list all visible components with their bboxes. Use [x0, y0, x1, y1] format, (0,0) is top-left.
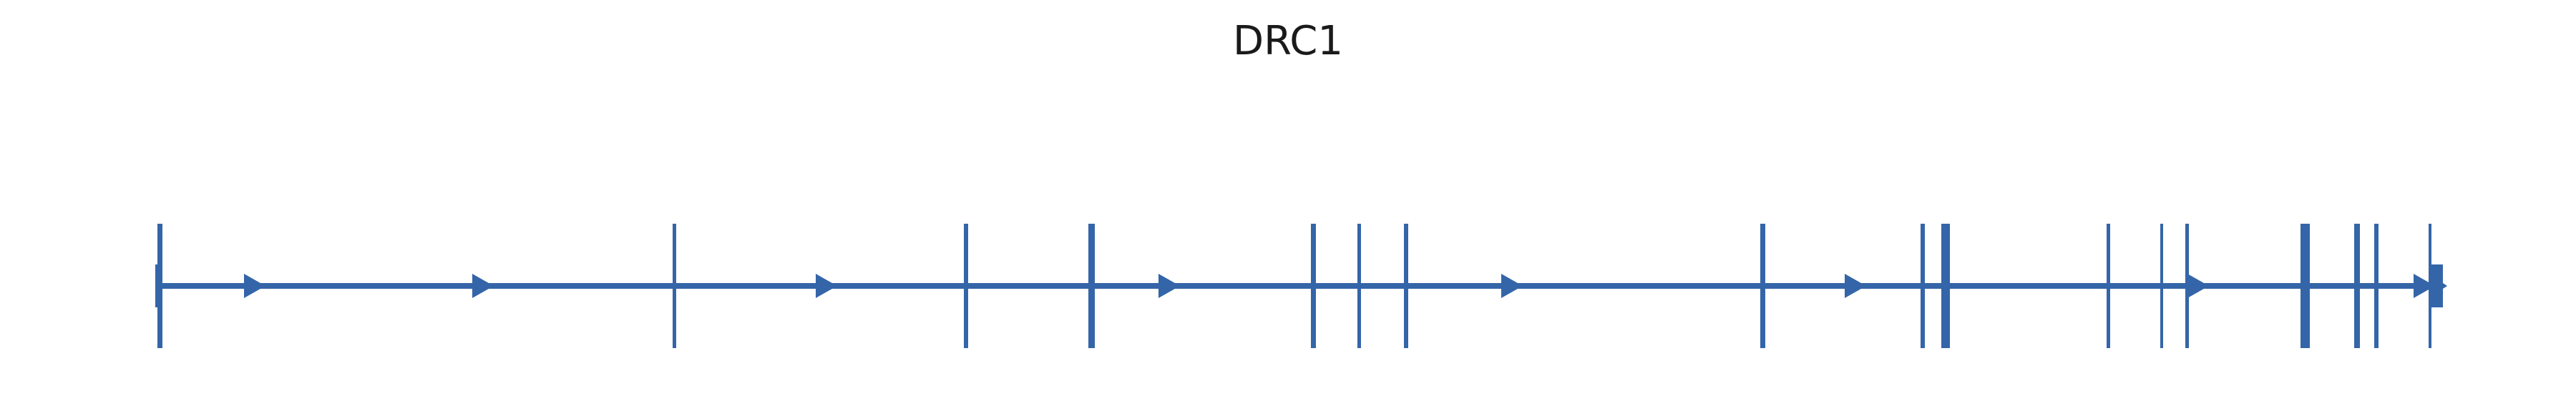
- exon-block-14: [2301, 224, 2310, 348]
- exon-block-8: [1760, 224, 1765, 348]
- exon-block-10: [1941, 224, 1950, 348]
- exon-block-16: [2374, 224, 2379, 348]
- exon-block-2: [673, 224, 676, 348]
- exon-block-1: [157, 224, 162, 348]
- exon-block-5: [1311, 224, 1316, 348]
- exon-block-4: [1088, 224, 1095, 348]
- exon-block-7: [1404, 224, 1408, 348]
- strand-arrow-2: [472, 274, 494, 298]
- exon-block-3: [964, 224, 968, 348]
- exon-block-15: [2354, 224, 2360, 348]
- exon-block-6: [1357, 224, 1361, 348]
- exon-block-11: [2107, 224, 2110, 348]
- gene-title: DRC1: [1233, 18, 1343, 64]
- exon-block-9: [1921, 224, 1925, 348]
- strand-arrow-3: [816, 274, 837, 298]
- strand-arrow-8: [2414, 274, 2435, 298]
- strand-arrow-1: [244, 274, 265, 298]
- strand-arrow-end: [2430, 274, 2447, 297]
- strand-arrow-5: [1501, 274, 1523, 298]
- exon-block-13: [2185, 224, 2189, 348]
- gene-features: [155, 224, 2447, 348]
- exon-block-12: [2160, 224, 2163, 348]
- strand-arrow-7: [2187, 274, 2209, 298]
- strand-arrow-6: [1845, 274, 1866, 298]
- strand-arrow-4: [1158, 274, 1180, 298]
